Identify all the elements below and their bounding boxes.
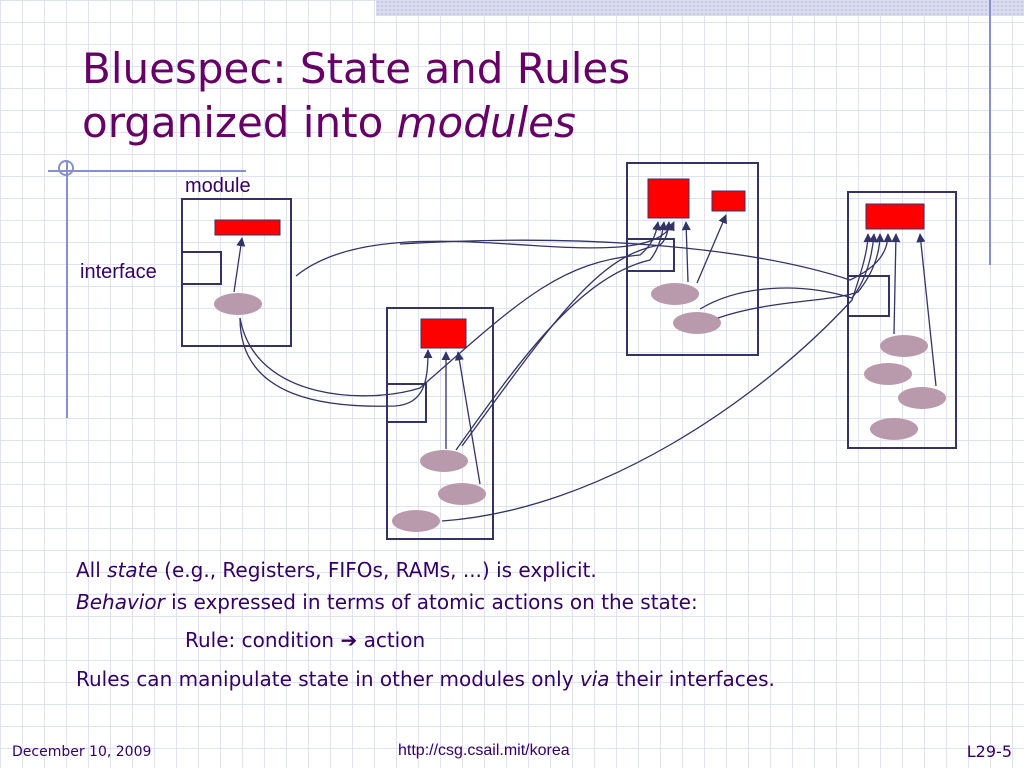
- p4-emphasis: via: [579, 667, 610, 691]
- module-c-interface: [626, 238, 675, 272]
- wire-top-to-d: [399, 233, 893, 281]
- module-a: [181, 198, 292, 347]
- module-c-state-large: [647, 178, 690, 219]
- right-decor-rule: [989, 0, 991, 265]
- p2-emphasis: Behavior: [76, 590, 165, 614]
- module-d-rule-1: [880, 335, 928, 357]
- title-emphasis: modules: [396, 98, 576, 147]
- p2-rest: is expressed in terms of atomic actions …: [164, 590, 698, 614]
- wire-c-local-2: [696, 214, 727, 284]
- title-line-1: Bluespec: State and Rules: [82, 44, 631, 93]
- wire-b-to-d: [441, 233, 873, 522]
- interfaces-paragraph: Rules can manipulate state in other modu…: [76, 664, 916, 694]
- right-arrow-icon: ➔: [340, 628, 358, 652]
- module-b-frame: [386, 307, 494, 540]
- wire-c-to-d-2: [717, 233, 885, 319]
- module-b: [386, 307, 494, 540]
- module-c-rule-2: [673, 312, 721, 334]
- wire-top-to-c: [295, 221, 675, 277]
- module-d-state-register: [865, 203, 925, 230]
- module-a-rule: [214, 293, 262, 315]
- wire-d-local-1: [891, 233, 901, 335]
- title-circle-mark: [58, 160, 74, 176]
- left-decor-rule: [66, 160, 68, 418]
- module-b-rule-2: [438, 483, 486, 505]
- rule-definition-line: Rule: condition ➔ action: [76, 626, 916, 654]
- title-line-2: organized into modules: [82, 96, 630, 150]
- module-b-interface: [386, 383, 427, 423]
- rule-condition-text: Rule: condition: [185, 628, 341, 652]
- module-c-state-small: [711, 190, 746, 212]
- p1-lead: All: [76, 558, 108, 582]
- p4-rest: their interfaces.: [609, 667, 775, 691]
- module-label: module: [185, 175, 251, 197]
- module-b-rule-3: [392, 510, 440, 532]
- module-b-rule-1: [420, 450, 468, 472]
- interface-label: interface: [80, 261, 157, 283]
- state-explicit-paragraph: All state (e.g., Registers, FIFOs, RAMs,…: [76, 556, 916, 584]
- slide-title: Bluespec: State and Rules organized into…: [82, 42, 630, 150]
- wire-c-local-1: [681, 221, 691, 283]
- p4-lead: Rules can manipulate state in other modu…: [76, 667, 580, 691]
- wire-a-to-b: [239, 317, 433, 407]
- footer-url: http://csg.csail.mit/korea: [398, 742, 570, 759]
- p1-emphasis: state: [107, 558, 158, 582]
- wire-c-to-d-1: [699, 233, 878, 310]
- wire-d-local-2: [916, 233, 937, 387]
- module-d-rule-4: [870, 418, 918, 440]
- wire-b-to-c-1: [455, 221, 668, 451]
- module-a-interface: [181, 251, 222, 285]
- module-d-rule-3: [898, 387, 946, 409]
- module-b-state-register: [420, 318, 467, 349]
- title-line-2-prefix: organized into: [82, 98, 397, 147]
- rule-action-text: action: [357, 628, 426, 652]
- title-underline-rule: [48, 170, 246, 172]
- footer-page-number: L29-5: [966, 742, 1012, 761]
- module-d: [847, 191, 957, 449]
- wire-b-local-2: [454, 351, 481, 485]
- module-a-state-register: [214, 219, 281, 236]
- module-c-rule-1: [651, 283, 699, 305]
- module-c: [626, 162, 759, 356]
- p1-rest: (e.g., Registers, FIFOs, RAMs, ...) is e…: [157, 558, 597, 582]
- behavior-paragraph: Behavior is expressed in terms of atomic…: [76, 588, 916, 616]
- top-decor-band: [376, 0, 1024, 16]
- module-d-rule-2: [864, 363, 912, 385]
- wire-a-to-c: [239, 221, 662, 397]
- slide-body: All state (e.g., Registers, FIFOs, RAMs,…: [76, 556, 916, 694]
- footer-date: December 10, 2009: [12, 744, 152, 760]
- module-d-frame: [847, 191, 957, 449]
- wire-b-to-c-2: [461, 221, 673, 447]
- rule-wires: [233, 214, 937, 522]
- wire-a-local: [233, 237, 246, 293]
